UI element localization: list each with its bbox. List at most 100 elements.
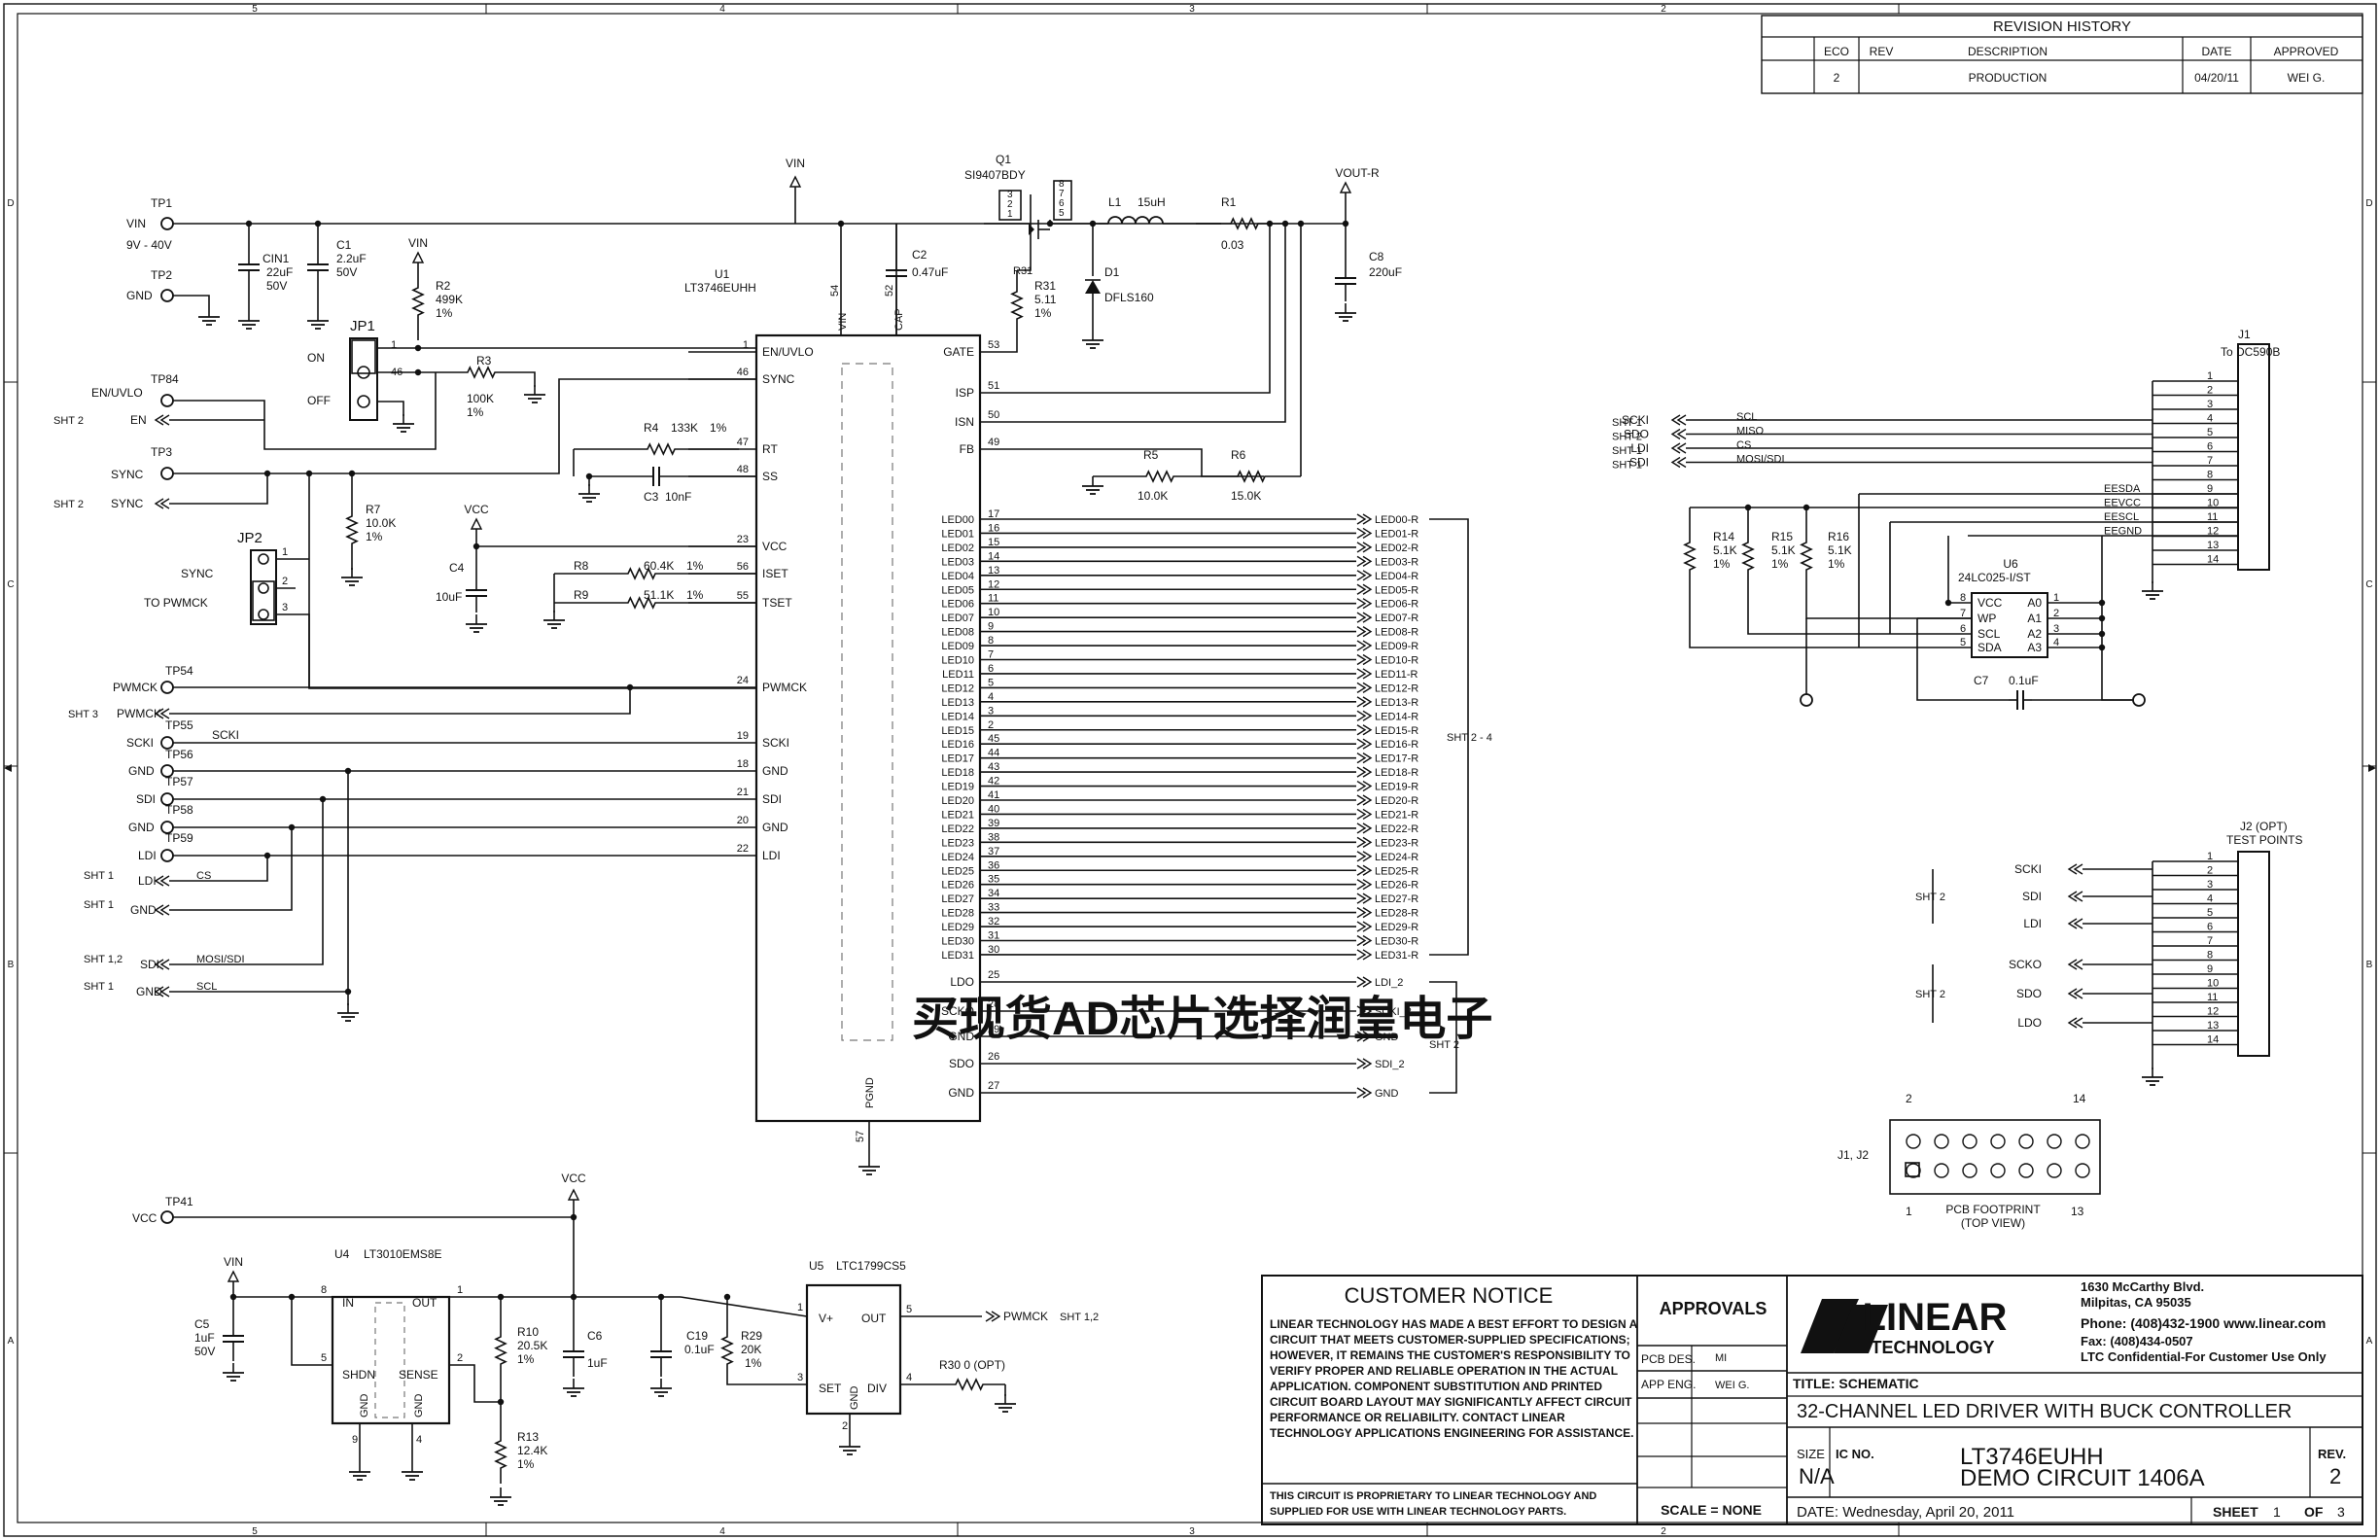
label: SCL — [1736, 411, 1757, 423]
linear-logo-mark — [1834, 1305, 1888, 1353]
port-arrow — [2073, 918, 2083, 929]
label: SCKI — [126, 736, 154, 750]
pin-name: SS — [762, 470, 778, 483]
label: 1% — [467, 405, 484, 419]
label: 5.1K — [1828, 543, 1852, 557]
pin-num: 3 — [2207, 879, 2213, 891]
footprint-pin — [1962, 1134, 1978, 1149]
test-point — [160, 467, 174, 480]
zone-label: D — [7, 198, 14, 209]
label: TITLE: SCHEMATIC — [1793, 1376, 1919, 1391]
label: 1% — [745, 1356, 762, 1370]
label: PGND — [864, 1077, 876, 1108]
pin-name: SCKO — [941, 1004, 974, 1018]
port-arrow — [1356, 780, 1367, 792]
port-arrow — [1356, 907, 1367, 919]
power-arrow — [567, 1188, 580, 1201]
port-arrow — [2067, 1017, 2078, 1029]
junction-dot — [626, 683, 634, 691]
label: 1% — [686, 559, 704, 573]
led-net-label: LED13-R — [1375, 697, 1418, 709]
pin-num: 45 — [988, 733, 999, 745]
label: SHEET — [2213, 1504, 2258, 1520]
label: REV. — [2318, 1447, 2346, 1461]
label: SHT 1 — [1612, 445, 1642, 457]
test-point — [160, 217, 174, 230]
ground-symbol — [392, 423, 415, 433]
ground-symbol — [465, 623, 488, 633]
pin-num: 7 — [1960, 608, 1966, 619]
test-point — [160, 764, 174, 778]
jp1-pin — [357, 395, 370, 408]
label: THIS CIRCUIT IS PROPRIETARY TO LINEAR TE… — [1270, 1490, 1596, 1502]
label: 10.0K — [1138, 489, 1168, 503]
junction-dot — [348, 470, 356, 477]
net-label: GND — [126, 289, 153, 302]
label: 3 — [797, 1372, 803, 1383]
junction-dot — [1089, 220, 1097, 228]
ground-symbol — [306, 320, 330, 330]
pin-name: SCL — [1978, 627, 2001, 641]
label: C7 — [1974, 674, 1989, 687]
r6-resistor — [1202, 470, 1301, 483]
footprint-pin1 — [1905, 1162, 1920, 1177]
led-net-label: LED28-R — [1375, 908, 1418, 920]
label: LT3010EMS8E — [364, 1247, 442, 1261]
junction-dot — [1342, 220, 1349, 228]
pin-num: 14 — [988, 550, 999, 562]
jp2-jumper-cap — [252, 580, 275, 621]
label: SHT 1 — [84, 870, 114, 882]
label: IC NO. — [1836, 1447, 1874, 1461]
led-pin-name: LED24 — [941, 852, 974, 863]
sheet-ref: SHT 2 - 4 — [1447, 732, 1492, 744]
junction-dot — [229, 1293, 237, 1301]
junction-dot — [570, 1293, 578, 1301]
port-arrow — [2073, 959, 2083, 970]
label: OUT — [412, 1296, 438, 1310]
label: DFLS160 — [1104, 291, 1154, 304]
power-arrow — [470, 517, 483, 530]
port-arrow — [154, 904, 164, 916]
label: PWMCK — [113, 681, 158, 694]
label: 1% — [1034, 306, 1052, 320]
label: 10.0K — [366, 516, 396, 530]
port-arrow — [1356, 626, 1367, 638]
jp1-pin — [357, 366, 370, 379]
port-arrow — [1356, 668, 1367, 680]
led-net-label: LED09-R — [1375, 641, 1418, 652]
led-pin-name: LED08 — [941, 627, 974, 639]
pin-name: SYNC — [762, 372, 795, 386]
label: 2.2uF — [336, 252, 367, 265]
footprint-pin — [1934, 1134, 1949, 1149]
port-arrow — [1362, 738, 1373, 750]
port-arrow — [1362, 879, 1373, 891]
label: LTC1799CS5 — [836, 1259, 906, 1273]
revision-title: REVISION HISTORY — [1993, 18, 2131, 35]
junction-dot — [314, 220, 322, 228]
pin-num: 37 — [988, 846, 999, 858]
port-arrow — [2067, 959, 2078, 970]
port-arrow — [1670, 428, 1681, 440]
ground-symbol — [336, 1012, 360, 1022]
port-arrow — [1362, 892, 1373, 904]
label: TO PWMCK — [144, 596, 208, 610]
label: 1 — [391, 339, 397, 351]
label: SCKO — [2009, 958, 2042, 971]
label: 1% — [517, 1457, 535, 1471]
label: CIN1 — [262, 252, 290, 265]
label: SET — [819, 1382, 842, 1395]
pin-name: GND — [762, 764, 788, 778]
port-arrow — [1362, 513, 1373, 525]
label: 8 — [321, 1284, 327, 1296]
port-arrow — [1362, 612, 1373, 623]
led-net-label: LED02-R — [1375, 542, 1418, 554]
label: 13 — [2071, 1205, 2084, 1218]
port-arrow — [2073, 988, 2083, 999]
port-arrow — [1356, 892, 1367, 904]
label: SENSE — [399, 1368, 438, 1382]
jp2-pin — [258, 553, 269, 565]
pin-name: GND — [948, 1030, 974, 1043]
label: SDI — [140, 958, 159, 971]
label: LDI — [138, 874, 157, 888]
